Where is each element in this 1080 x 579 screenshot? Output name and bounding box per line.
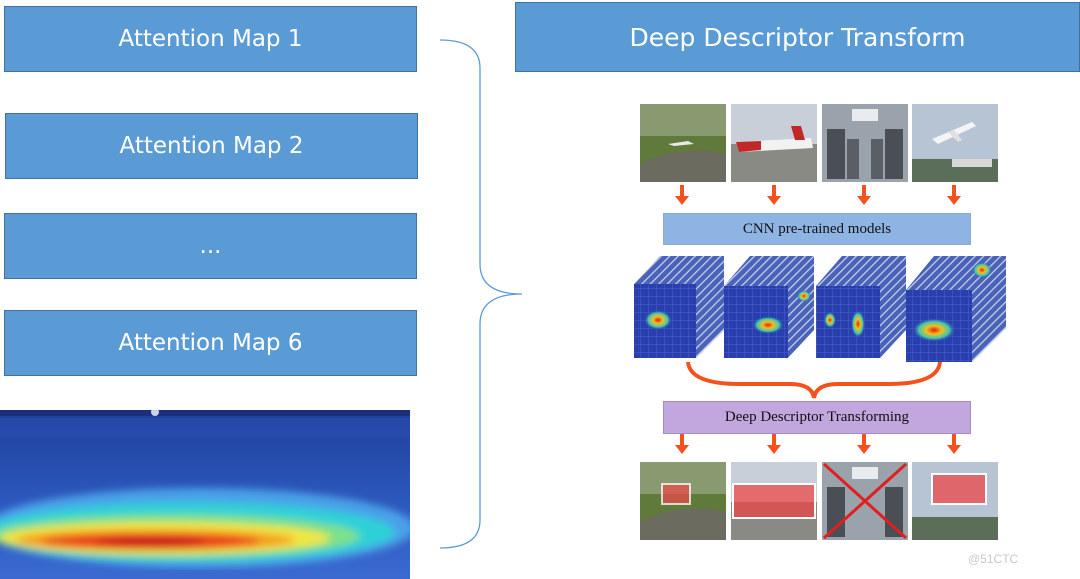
feature-map-2 [724, 256, 814, 358]
transform-title-box: Deep Descriptor Transform [515, 2, 1080, 72]
transform-title: Deep Descriptor Transform [629, 22, 966, 52]
feature-map-4 [906, 256, 1006, 362]
photo-red-white-plane [731, 104, 817, 182]
attention-heatmap-image [0, 410, 410, 579]
photo-cabin-interior [822, 104, 908, 182]
output-photo-cabin-rejected [822, 462, 908, 540]
attention-map-ellipsis-box: ... [4, 213, 417, 279]
output-photo-red-plane [731, 462, 817, 540]
output-photo-runway [640, 462, 726, 540]
feature-map-3 [816, 256, 906, 358]
attention-map-2-box: Attention Map 2 [5, 113, 418, 179]
watermark: @51CTC [968, 552, 1019, 566]
cnn-models-label: CNN pre-trained models [742, 220, 892, 237]
attention-map-1-box: Attention Map 1 [4, 6, 417, 72]
attention-map-2-label: Attention Map 2 [119, 133, 304, 159]
cnn-models-bar: CNN pre-trained models [663, 213, 971, 245]
orange-brace-icon [686, 361, 942, 399]
attention-map-6-box: Attention Map 6 [4, 310, 417, 376]
feature-map-1 [634, 256, 724, 358]
ddt-label: Deep Descriptor Transforming [724, 409, 910, 425]
attention-map-ellipsis-label: ... [199, 233, 222, 259]
photo-plane-takeoff [912, 104, 998, 182]
down-arrow-icons [675, 185, 961, 454]
attention-map-6-label: Attention Map 6 [118, 330, 303, 356]
attention-map-1-label: Attention Map 1 [118, 26, 303, 52]
photo-airplane-runway [640, 104, 726, 182]
output-photo-takeoff [912, 462, 998, 540]
ddt-bar: Deep Descriptor Transforming [663, 401, 971, 434]
curly-brace-icon [440, 39, 523, 549]
